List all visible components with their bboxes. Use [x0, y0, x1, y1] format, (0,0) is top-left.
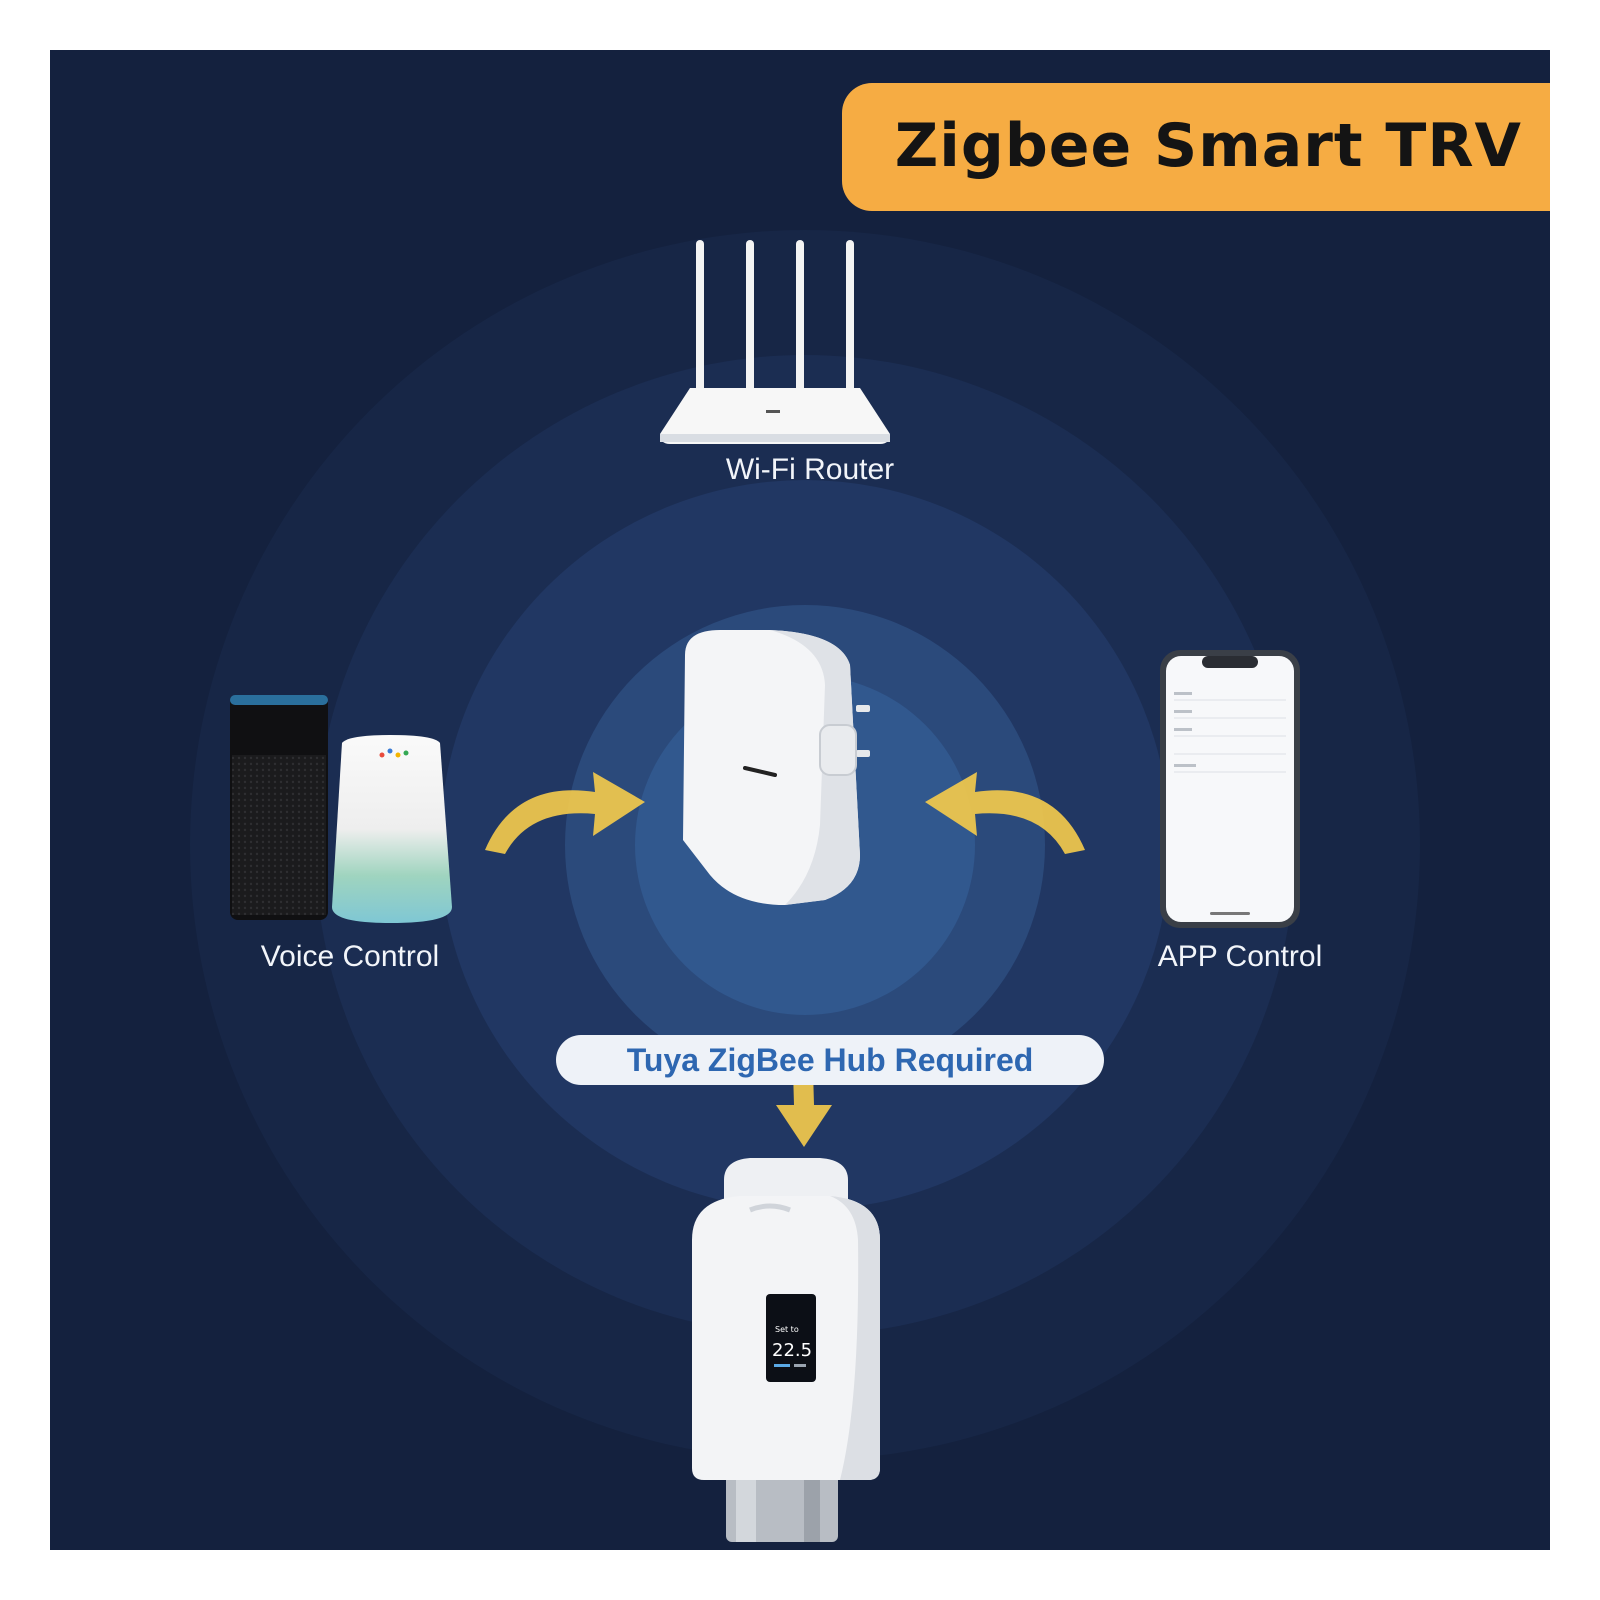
- diagram-panel: Zigbee Smart TRV Wi-Fi Router: [50, 50, 1550, 1550]
- smart-speaker-icon: [230, 695, 452, 923]
- router-label: Wi-Fi Router: [725, 453, 895, 486]
- arrow-hub-to-trv-icon: [776, 1035, 832, 1147]
- hub-required-text: Tuya ZigBee Hub Required: [626, 1042, 1034, 1078]
- app-control-label: APP Control: [1157, 940, 1323, 973]
- banner-title: Zigbee Smart TRV: [894, 111, 1522, 181]
- hub-required-pill: Tuya ZigBee Hub Required: [556, 1035, 1104, 1085]
- smart-trv-icon: Set to 22.5: [692, 1158, 880, 1542]
- zigbee-hub-icon: [683, 630, 870, 905]
- wifi-router-icon: [660, 240, 890, 444]
- trv-temperature: 22.5: [772, 1340, 812, 1361]
- arrow-voice-to-hub-icon: [485, 772, 645, 854]
- trv-set-label: Set to: [775, 1325, 799, 1334]
- smartphone-icon: [1160, 650, 1300, 928]
- voice-control-label: Voice Control: [260, 940, 440, 973]
- title-banner: Zigbee Smart TRV: [842, 83, 1550, 211]
- arrow-app-to-hub-icon: [925, 772, 1085, 854]
